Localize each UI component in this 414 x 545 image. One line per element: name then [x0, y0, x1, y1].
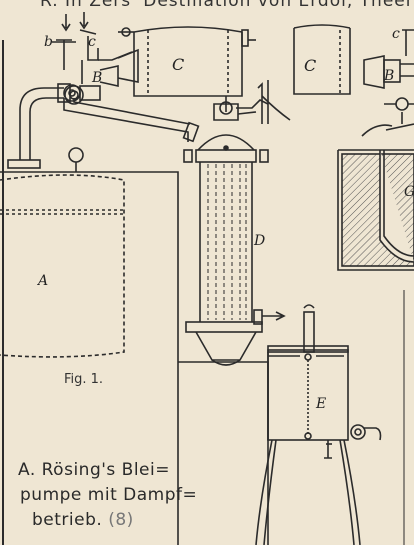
caption-line-1: A. Rösing's Blei=	[18, 460, 170, 480]
label-C: C	[172, 55, 185, 74]
label-c-fig2: c	[392, 26, 400, 42]
label-B-fig2: B	[384, 68, 395, 84]
caption: A. Rösing's Blei= pumpe mit Dampf= betri…	[18, 458, 197, 533]
label-B: B	[92, 70, 103, 86]
label-D: D	[254, 233, 266, 249]
label-E: E	[316, 396, 327, 412]
caption-line-2: pumpe mit Dampf=	[20, 485, 198, 505]
caption-line-3: betrieb.	[32, 510, 103, 530]
header-text: R. In Zers' Destillation von Erdöl, Thee…	[40, 0, 414, 11]
figure-label: Fig. 1.	[64, 372, 104, 387]
label-b: b	[44, 34, 53, 50]
label-c: c	[88, 34, 96, 50]
label-C-fig2: C	[304, 56, 317, 75]
label-A: A	[38, 273, 49, 289]
plate-number: (8)	[108, 510, 134, 530]
label-G: G	[404, 184, 414, 200]
